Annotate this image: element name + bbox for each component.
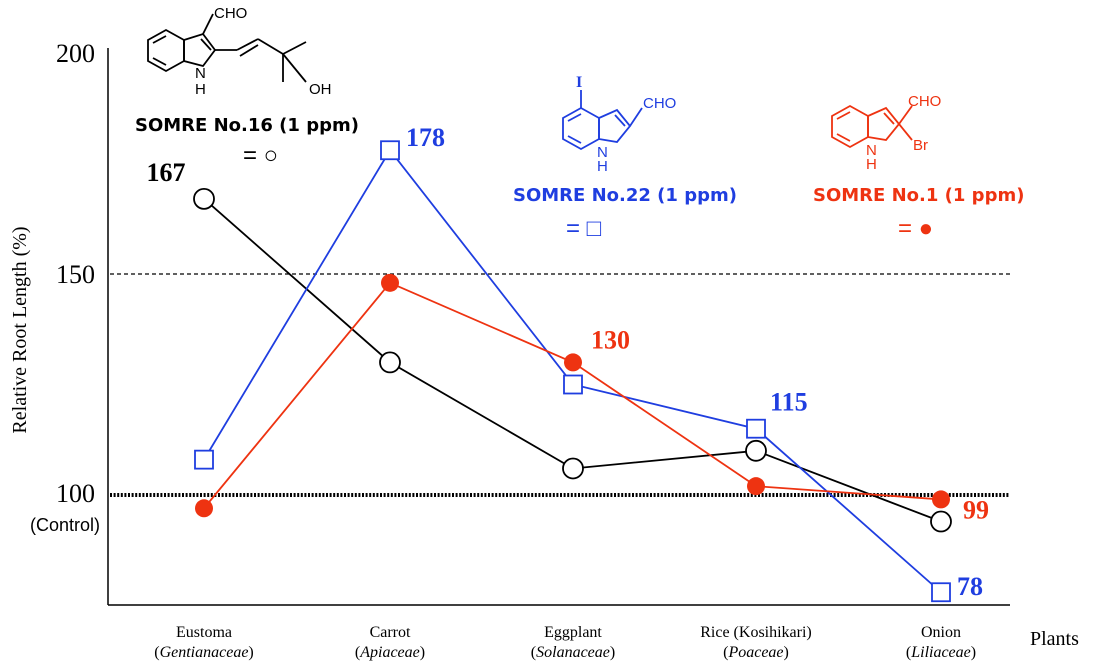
y-tick-label-200: 200 — [56, 39, 95, 68]
series-2: 178 115 78 — [194, 123, 983, 603]
data-label: 99 — [963, 495, 989, 524]
category-label: Eustoma — [176, 624, 232, 641]
structure-somre-22 — [562, 90, 643, 151]
structure-atom: H — [866, 156, 877, 173]
structure-atom: N — [195, 65, 206, 82]
structure-somre-1 — [831, 104, 913, 149]
series-1: 167 — [147, 158, 952, 533]
legend-marker-text: = ○ — [243, 142, 278, 169]
data-label: 130 — [591, 325, 630, 354]
y-tick-label-150: 150 — [56, 260, 95, 289]
category-family-label: (Liliaceae) — [906, 644, 976, 661]
data-point — [380, 140, 400, 161]
structure-somre-16 — [147, 13, 307, 83]
structure-atom: CHO — [643, 95, 676, 112]
category-label: Onion — [921, 624, 961, 641]
structure-atom: Br — [913, 137, 928, 154]
data-point — [747, 477, 765, 496]
data-point — [195, 499, 213, 518]
data-point — [930, 510, 952, 533]
structure-atom: CHO — [908, 93, 941, 110]
data-label: 78 — [957, 572, 983, 601]
structure-atom: CHO — [214, 5, 247, 22]
data-point — [745, 439, 767, 462]
legend-label-somre-22: SOMRE No.22 (1 ppm) — [513, 185, 737, 206]
series-layer: 167 178 115 78 130 99 — [147, 123, 989, 603]
category-family-label: (Gentianaceae) — [154, 644, 254, 661]
legend-marker-text: = ● — [898, 215, 933, 242]
data-point — [194, 449, 214, 470]
data-point — [564, 353, 582, 372]
data-label: 167 — [147, 158, 186, 187]
data-point — [381, 273, 399, 292]
category-family-label: (Apiaceae) — [355, 644, 425, 661]
category-label: Rice (Kosihikari) — [700, 624, 812, 641]
category-labels: Eustoma (Gentianaceae) Carrot (Apiaceae)… — [154, 624, 976, 661]
series-3: 130 99 — [195, 273, 989, 524]
data-point — [562, 457, 584, 480]
structure-atom: OH — [309, 81, 332, 98]
category-label: Carrot — [370, 624, 411, 641]
data-point — [193, 187, 215, 210]
legend-marker-text: = □ — [566, 215, 602, 242]
category-family-label: (Solanaceae) — [531, 644, 615, 661]
category-label: Eggplant — [544, 624, 602, 641]
data-point — [563, 374, 583, 395]
category-family-label: (Poaceae) — [723, 644, 789, 661]
data-point — [746, 418, 766, 439]
x-axis-label: Plants — [1030, 628, 1079, 650]
y-tick-label-100: 100 — [56, 479, 95, 508]
structure-atom: H — [597, 158, 608, 175]
data-point — [932, 490, 950, 509]
y-axis-label: Relative Root Length (%) — [9, 226, 31, 433]
structure-atom: N — [597, 144, 608, 161]
legend-label-somre-16: SOMRE No.16 (1 ppm) — [135, 115, 359, 136]
data-label: 178 — [406, 123, 445, 152]
data-label: 115 — [770, 388, 808, 417]
structure-atom: H — [195, 81, 206, 98]
structure-atom: I — [576, 74, 582, 91]
data-point — [379, 351, 401, 374]
y-tick-sublabel-control: (Control) — [30, 515, 100, 535]
structure-atom: N — [866, 142, 877, 159]
data-point — [931, 582, 951, 603]
legend-label-somre-1: SOMRE No.1 (1 ppm) — [813, 185, 1024, 206]
